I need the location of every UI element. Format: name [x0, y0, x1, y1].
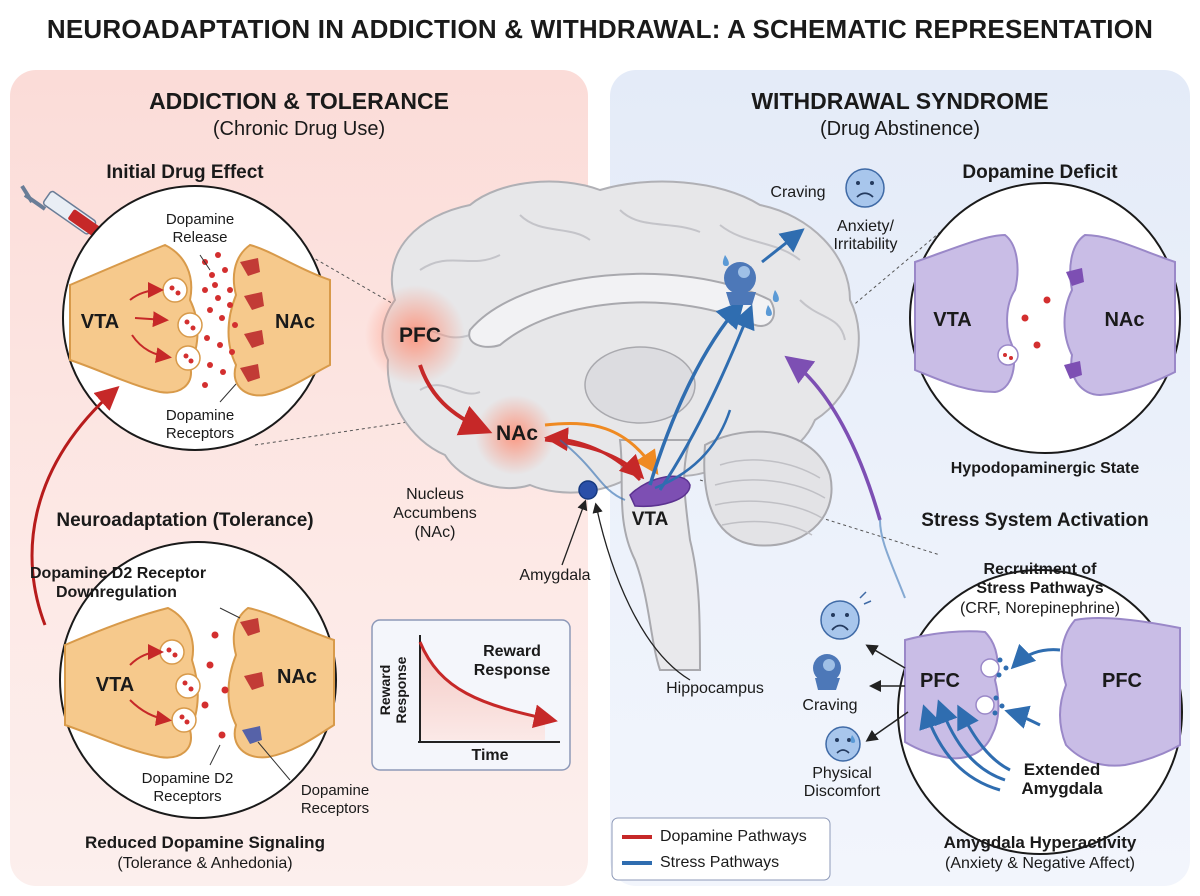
amygdala-hyperactivity-title: Amygdala Hyperactivity: [943, 833, 1137, 852]
stress-activation-title: Stress System Activation: [921, 510, 1149, 531]
hippocampus-label: Hippocampus: [666, 680, 764, 697]
tolerance-title: Neuroadaptation (Tolerance): [56, 510, 314, 531]
brain-nac-label: NAc: [495, 422, 538, 445]
anxiety-label: Anxiety/Irritability: [833, 218, 898, 253]
legend: [611, 817, 831, 881]
reduced-signaling-title: Reduced Dopamine Signaling: [85, 833, 325, 852]
tolerance-vta-label: VTA: [95, 674, 135, 696]
dopamine-deficit-synapse: [909, 182, 1181, 454]
brain-vta-label: VTA: [631, 509, 669, 530]
page-title: NEUROADAPTATION IN ADDICTION & WITHDRAWA…: [46, 14, 1154, 44]
tolerance-arrow: [30, 386, 120, 626]
deficit-nac-label: NAc: [1104, 309, 1145, 331]
brain-illustration: [365, 168, 885, 681]
stress-craving-label: Craving: [802, 697, 858, 714]
tolerance-synapse: [59, 541, 337, 819]
legend-dopamine-label: Dopamine Pathways: [660, 828, 807, 845]
initial-vta-label: VTA: [80, 311, 120, 333]
amygdala-hyperactivity-sub: (Anxiety & Negative Affect): [944, 855, 1135, 872]
discomfort-face-icon: [825, 726, 861, 762]
recruitment-sub: (CRF, Norepinephrine): [959, 600, 1121, 617]
withdrawal-heading: WITHDRAWAL SYNDROME: [751, 88, 1049, 114]
craving-head-icon: [813, 654, 841, 690]
addiction-heading: ADDICTION & TOLERANCE: [149, 88, 449, 114]
reward-response-graph: [371, 619, 571, 771]
deficit-vta-label: VTA: [933, 309, 972, 331]
initial-drug-effect-synapse: [62, 185, 331, 451]
initial-effect-title: Initial Drug Effect: [106, 162, 264, 183]
amygdala-label: Amygdala: [519, 567, 591, 584]
craving-label: Craving: [770, 184, 826, 201]
dopamine-deficit-title: Dopamine Deficit: [962, 162, 1118, 183]
addiction-subheading: (Chronic Drug Use): [212, 118, 386, 140]
brain-pfc-label: PFC: [399, 324, 441, 347]
anxious-face-icon: [820, 591, 872, 640]
graph-xlabel: Time: [471, 747, 509, 764]
withdrawal-subheading: (Drug Abstinence): [819, 118, 981, 140]
reduced-signaling-sub: (Tolerance & Anhedonia): [117, 855, 293, 872]
initial-nac-label: NAc: [274, 311, 315, 333]
hypodopaminergic-label: Hypodopaminergic State: [950, 460, 1140, 477]
stress-system-synapse: [865, 519, 1183, 855]
tolerance-nac-label: NAc: [276, 666, 317, 688]
legend-stress-label: Stress Pathways: [660, 854, 780, 871]
stress-pfc-left: PFC: [920, 670, 960, 692]
stress-pfc-right: PFC: [1102, 670, 1142, 692]
